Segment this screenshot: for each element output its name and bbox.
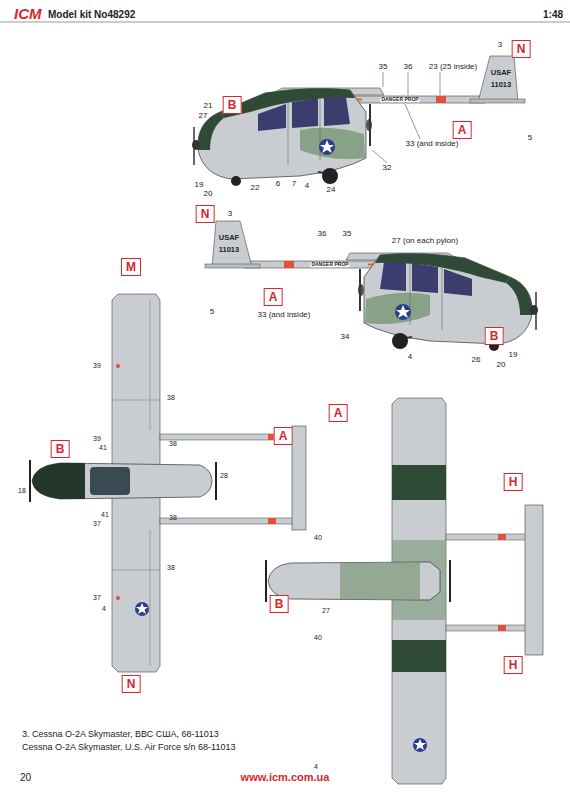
callout-number: 20 xyxy=(497,361,506,370)
callout-number: 38 xyxy=(167,394,175,402)
callout-number: 38 xyxy=(169,440,177,448)
paint-code: H xyxy=(509,658,518,672)
callout-number: 4 xyxy=(314,763,318,771)
paint-code-box: N xyxy=(512,40,531,58)
paint-code-box: N xyxy=(196,205,215,223)
callout-number: 4 xyxy=(305,182,309,191)
paint-code: B xyxy=(56,442,65,456)
callout-number: 4 xyxy=(102,605,106,613)
callout-number: 23 (25 inside) xyxy=(429,63,477,72)
callout-number: 39 xyxy=(93,435,101,443)
callout-number: 5 xyxy=(210,308,214,317)
paint-code: B xyxy=(275,597,284,611)
callout-number: 4 xyxy=(408,353,412,362)
scheme-caption: 3. Cessna O-2A Skymaster, ВВС США, 68-11… xyxy=(22,730,219,740)
brand-logo: ICM xyxy=(14,6,42,23)
callout-number: 35 xyxy=(343,230,352,239)
website: www.icm.com.ua xyxy=(241,771,330,783)
callout-number: 34 xyxy=(341,333,350,342)
paint-code: B xyxy=(490,329,499,343)
paint-code: A xyxy=(279,429,288,443)
callout-number: 40 xyxy=(314,634,322,642)
callout-number: 27 xyxy=(322,607,330,615)
kit-number: Model kit No48292 xyxy=(48,9,135,20)
paint-code: A xyxy=(334,406,343,420)
paint-code: N xyxy=(127,677,136,691)
callout-number: 37 xyxy=(93,520,101,528)
tail-marking: 11013 xyxy=(219,246,239,254)
tail-marking: USAF xyxy=(491,69,511,77)
paint-code-box: A xyxy=(329,404,348,422)
page-number: 20 xyxy=(20,772,31,783)
paint-code-box: A xyxy=(264,288,283,306)
paint-code: M xyxy=(126,260,136,274)
callout-number: 35 xyxy=(379,63,388,72)
stencil-text: DANGER PROP xyxy=(380,97,419,103)
tail-marking: 11013 xyxy=(491,81,511,89)
callout-number: 38 xyxy=(169,514,177,522)
paint-code-box: B xyxy=(270,595,289,613)
callout-number: 3 xyxy=(498,41,502,50)
callout-number: 21 xyxy=(204,102,213,111)
scale-label: 1:48 xyxy=(543,9,563,20)
scheme-caption: Cessna O-2A Skymaster, U.S. Air Force s/… xyxy=(22,743,235,753)
paint-code: H xyxy=(509,475,518,489)
callout-number: 19 xyxy=(509,351,518,360)
callout-number: 32 xyxy=(383,164,392,173)
callout-number: 37 xyxy=(93,594,101,602)
callout-number: 3 xyxy=(228,210,232,219)
callout-number: 36 xyxy=(318,230,327,239)
callout-number: 40 xyxy=(314,534,322,542)
callout-number: 36 xyxy=(404,63,413,72)
stencil-text: DANGER PROP xyxy=(310,262,349,268)
paint-code: N xyxy=(517,42,526,56)
paint-code: A xyxy=(458,123,467,137)
paint-code: A xyxy=(269,290,278,304)
paint-code-box: M xyxy=(121,258,141,276)
callout-number: 27 (on each pylon) xyxy=(392,237,458,246)
paint-code-box: A xyxy=(453,121,472,139)
callout-number: 27 xyxy=(199,112,208,121)
callout-number: 24 xyxy=(327,186,336,195)
callout-number: 41 xyxy=(99,444,107,452)
callout-number: 6 xyxy=(276,180,280,189)
paint-code-box: H xyxy=(504,656,523,674)
callout-number: 26 xyxy=(472,356,481,365)
paint-code-box: A xyxy=(274,427,293,445)
callout-number: 38 xyxy=(167,564,175,572)
callout-number: 33 (and inside) xyxy=(406,140,459,149)
callout-number: 22 xyxy=(251,184,260,193)
paint-code-box: B xyxy=(223,96,242,114)
paint-code-box: H xyxy=(504,473,523,491)
callout-number: 28 xyxy=(220,472,228,480)
paint-code: B xyxy=(228,98,237,112)
callout-number: 41 xyxy=(101,511,109,519)
paint-code-box: B xyxy=(51,440,70,458)
callout-number: 33 (and inside) xyxy=(258,311,311,320)
paint-code-box: B xyxy=(485,327,504,345)
tail-marking: USAF xyxy=(219,234,239,242)
callout-number: 20 xyxy=(204,190,213,199)
paint-code-box: N xyxy=(122,675,141,693)
paint-code: N xyxy=(201,207,210,221)
callout-number: 7 xyxy=(292,180,296,189)
callout-number: 19 xyxy=(195,181,204,190)
callout-number: 5 xyxy=(528,134,532,143)
callout-number: 18 xyxy=(18,487,26,495)
callout-number: 39 xyxy=(93,362,101,370)
